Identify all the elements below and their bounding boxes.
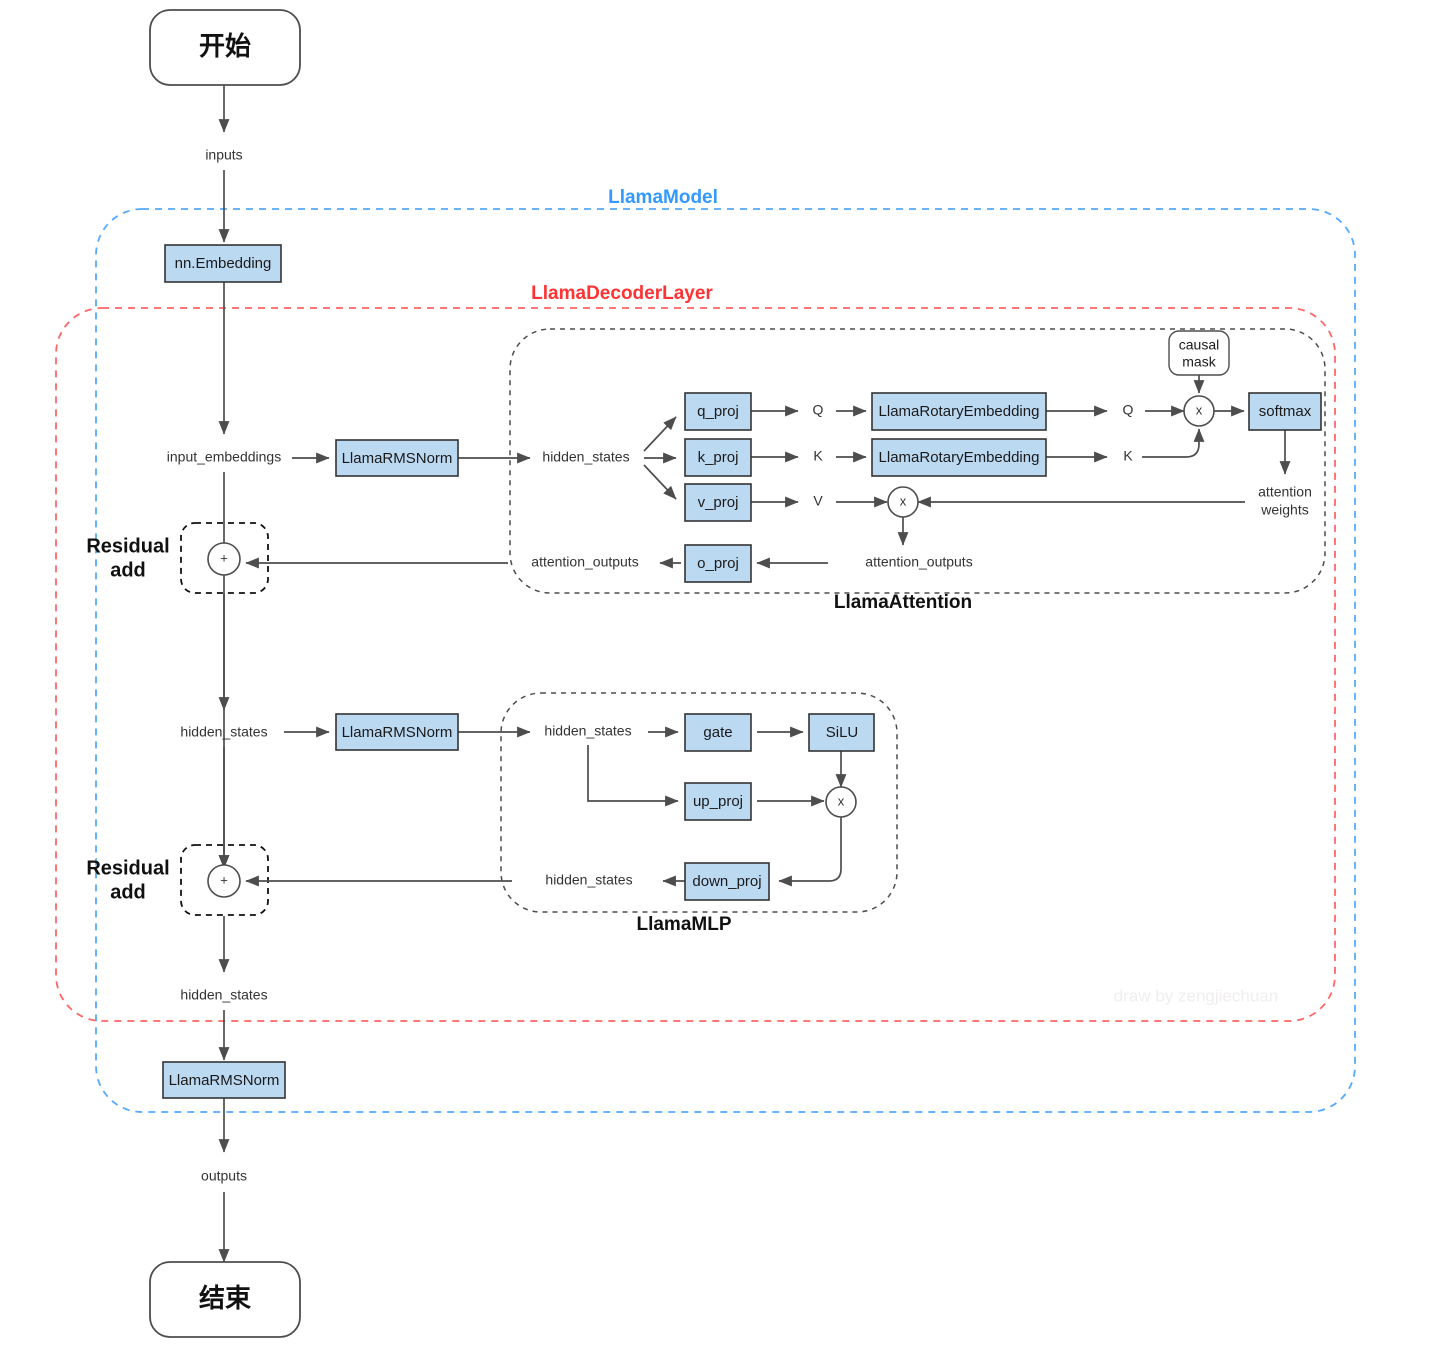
operator-multiply-attn-v-glyph: x [900, 493, 907, 508]
edge-label-k: K [813, 448, 823, 464]
operator-residual-add-1-glyph: + [220, 550, 228, 565]
node-end[interactable]: 结束 [149, 1261, 301, 1338]
node-causal-mask[interactable]: causal mask [1168, 330, 1230, 376]
residual-add-1-label-line2: add [110, 559, 146, 581]
node-start[interactable]: 开始 [149, 9, 301, 86]
node-o-proj-label: o_proj [697, 555, 739, 572]
node-silu[interactable]: SiLU [808, 713, 875, 752]
node-silu-label: SiLU [826, 724, 859, 741]
node-v-proj-label: v_proj [698, 494, 739, 511]
node-gate[interactable]: gate [684, 713, 752, 752]
operator-multiply-attn-v[interactable]: x [887, 486, 919, 518]
group-llama-attention-label: LlamaAttention [834, 592, 972, 613]
residual-add-2-label-line2: add [110, 881, 146, 903]
operator-multiply-mlp[interactable]: x [825, 786, 857, 818]
operator-residual-add-2[interactable]: + [207, 864, 241, 898]
node-causal-mask-label-1: causal [1179, 337, 1219, 353]
node-rmsnorm-final-label: LlamaRMSNorm [169, 1072, 280, 1089]
node-causal-mask-label-2: mask [1182, 354, 1216, 370]
edge-label-attention-outputs-inner: attention_outputs [865, 554, 972, 570]
residual-add-2-label-line1: Residual [86, 857, 169, 879]
edge-label-outputs: outputs [201, 1168, 247, 1184]
node-rmsnorm-final[interactable]: LlamaRMSNorm [162, 1061, 286, 1099]
watermark: draw by zengjiechuan [1114, 986, 1278, 1005]
edge-label-hidden-states-mlp-pre: hidden_states [180, 724, 267, 740]
node-up-proj[interactable]: up_proj [684, 782, 752, 821]
operator-multiply-qk-glyph: x [1196, 402, 1203, 417]
node-q-proj-label: q_proj [697, 403, 739, 420]
node-rotary-embedding-q[interactable]: LlamaRotaryEmbedding [871, 392, 1047, 431]
group-llama-mlp-label: LlamaMLP [636, 914, 731, 935]
edge-hidden-states-to-up-proj [587, 745, 679, 807]
operator-multiply-qk[interactable]: x [1183, 395, 1215, 427]
node-softmax[interactable]: softmax [1248, 392, 1322, 431]
operator-multiply-mlp-glyph: x [838, 793, 845, 808]
residual-add-1-label-line1: Residual [86, 535, 169, 557]
operator-residual-add-2-glyph: + [220, 872, 228, 887]
edge-label-inputs: inputs [205, 147, 242, 163]
node-rmsnorm-mlp-label: LlamaRMSNorm [342, 724, 453, 741]
group-residual-add-1 [180, 522, 269, 594]
node-nn-embedding-label: nn.Embedding [175, 255, 272, 272]
edge-mul-mlp-to-down-proj [778, 817, 842, 887]
edge-label-k-rope: K [1123, 448, 1133, 464]
group-residual-add-2 [180, 844, 269, 916]
node-k-proj-label: k_proj [698, 449, 739, 466]
group-llama-model [95, 208, 1356, 1113]
node-up-proj-label: up_proj [693, 793, 743, 810]
edge-hidden-states-to-q-proj [643, 416, 677, 452]
edge-label-attention-outputs-outer: attention_outputs [531, 554, 638, 570]
node-rmsnorm-mlp[interactable]: LlamaRMSNorm [335, 713, 459, 751]
edge-label-v: V [813, 493, 823, 509]
group-llama-attention [509, 328, 1326, 594]
operator-residual-add-1[interactable]: + [207, 542, 241, 576]
node-q-proj[interactable]: q_proj [684, 392, 752, 431]
node-start-label: 开始 [199, 31, 251, 61]
node-down-proj-label: down_proj [692, 873, 761, 890]
edge-label-attention-weights-2: weights [1260, 502, 1308, 518]
node-gate-label: gate [703, 724, 732, 741]
edge-label-hidden-states-mlp-out: hidden_states [545, 872, 632, 888]
edge-k-rope-to-mul-qk [1142, 428, 1205, 458]
node-end-label: 结束 [199, 1283, 252, 1313]
node-o-proj[interactable]: o_proj [684, 544, 752, 583]
node-rotary-embedding-k-label: LlamaRotaryEmbedding [879, 449, 1040, 466]
group-llama-model-label: LlamaModel [608, 187, 718, 208]
node-rmsnorm-attn[interactable]: LlamaRMSNorm [335, 439, 459, 477]
edge-label-input-embeddings: input_embeddings [167, 449, 281, 465]
node-k-proj[interactable]: k_proj [684, 438, 752, 477]
edge-label-q: Q [813, 402, 824, 418]
edge-hidden-states-to-v-proj [643, 464, 677, 500]
edge-label-attention-weights-1: attention [1258, 484, 1312, 500]
node-softmax-label: softmax [1259, 403, 1312, 420]
node-nn-embedding[interactable]: nn.Embedding [164, 244, 282, 283]
edge-label-hidden-states-final: hidden_states [180, 987, 267, 1003]
node-rotary-embedding-q-label: LlamaRotaryEmbedding [879, 403, 1040, 420]
edge-label-hidden-states-attn-in: hidden_states [542, 449, 629, 465]
edge-label-q-rope: Q [1123, 402, 1134, 418]
node-down-proj[interactable]: down_proj [684, 862, 770, 901]
group-llama-decoder-layer-label: LlamaDecoderLayer [531, 283, 713, 304]
node-rotary-embedding-k[interactable]: LlamaRotaryEmbedding [871, 438, 1047, 477]
edge-label-hidden-states-mlp-in: hidden_states [544, 723, 631, 739]
node-rmsnorm-attn-label: LlamaRMSNorm [342, 450, 453, 467]
node-v-proj[interactable]: v_proj [684, 483, 752, 522]
